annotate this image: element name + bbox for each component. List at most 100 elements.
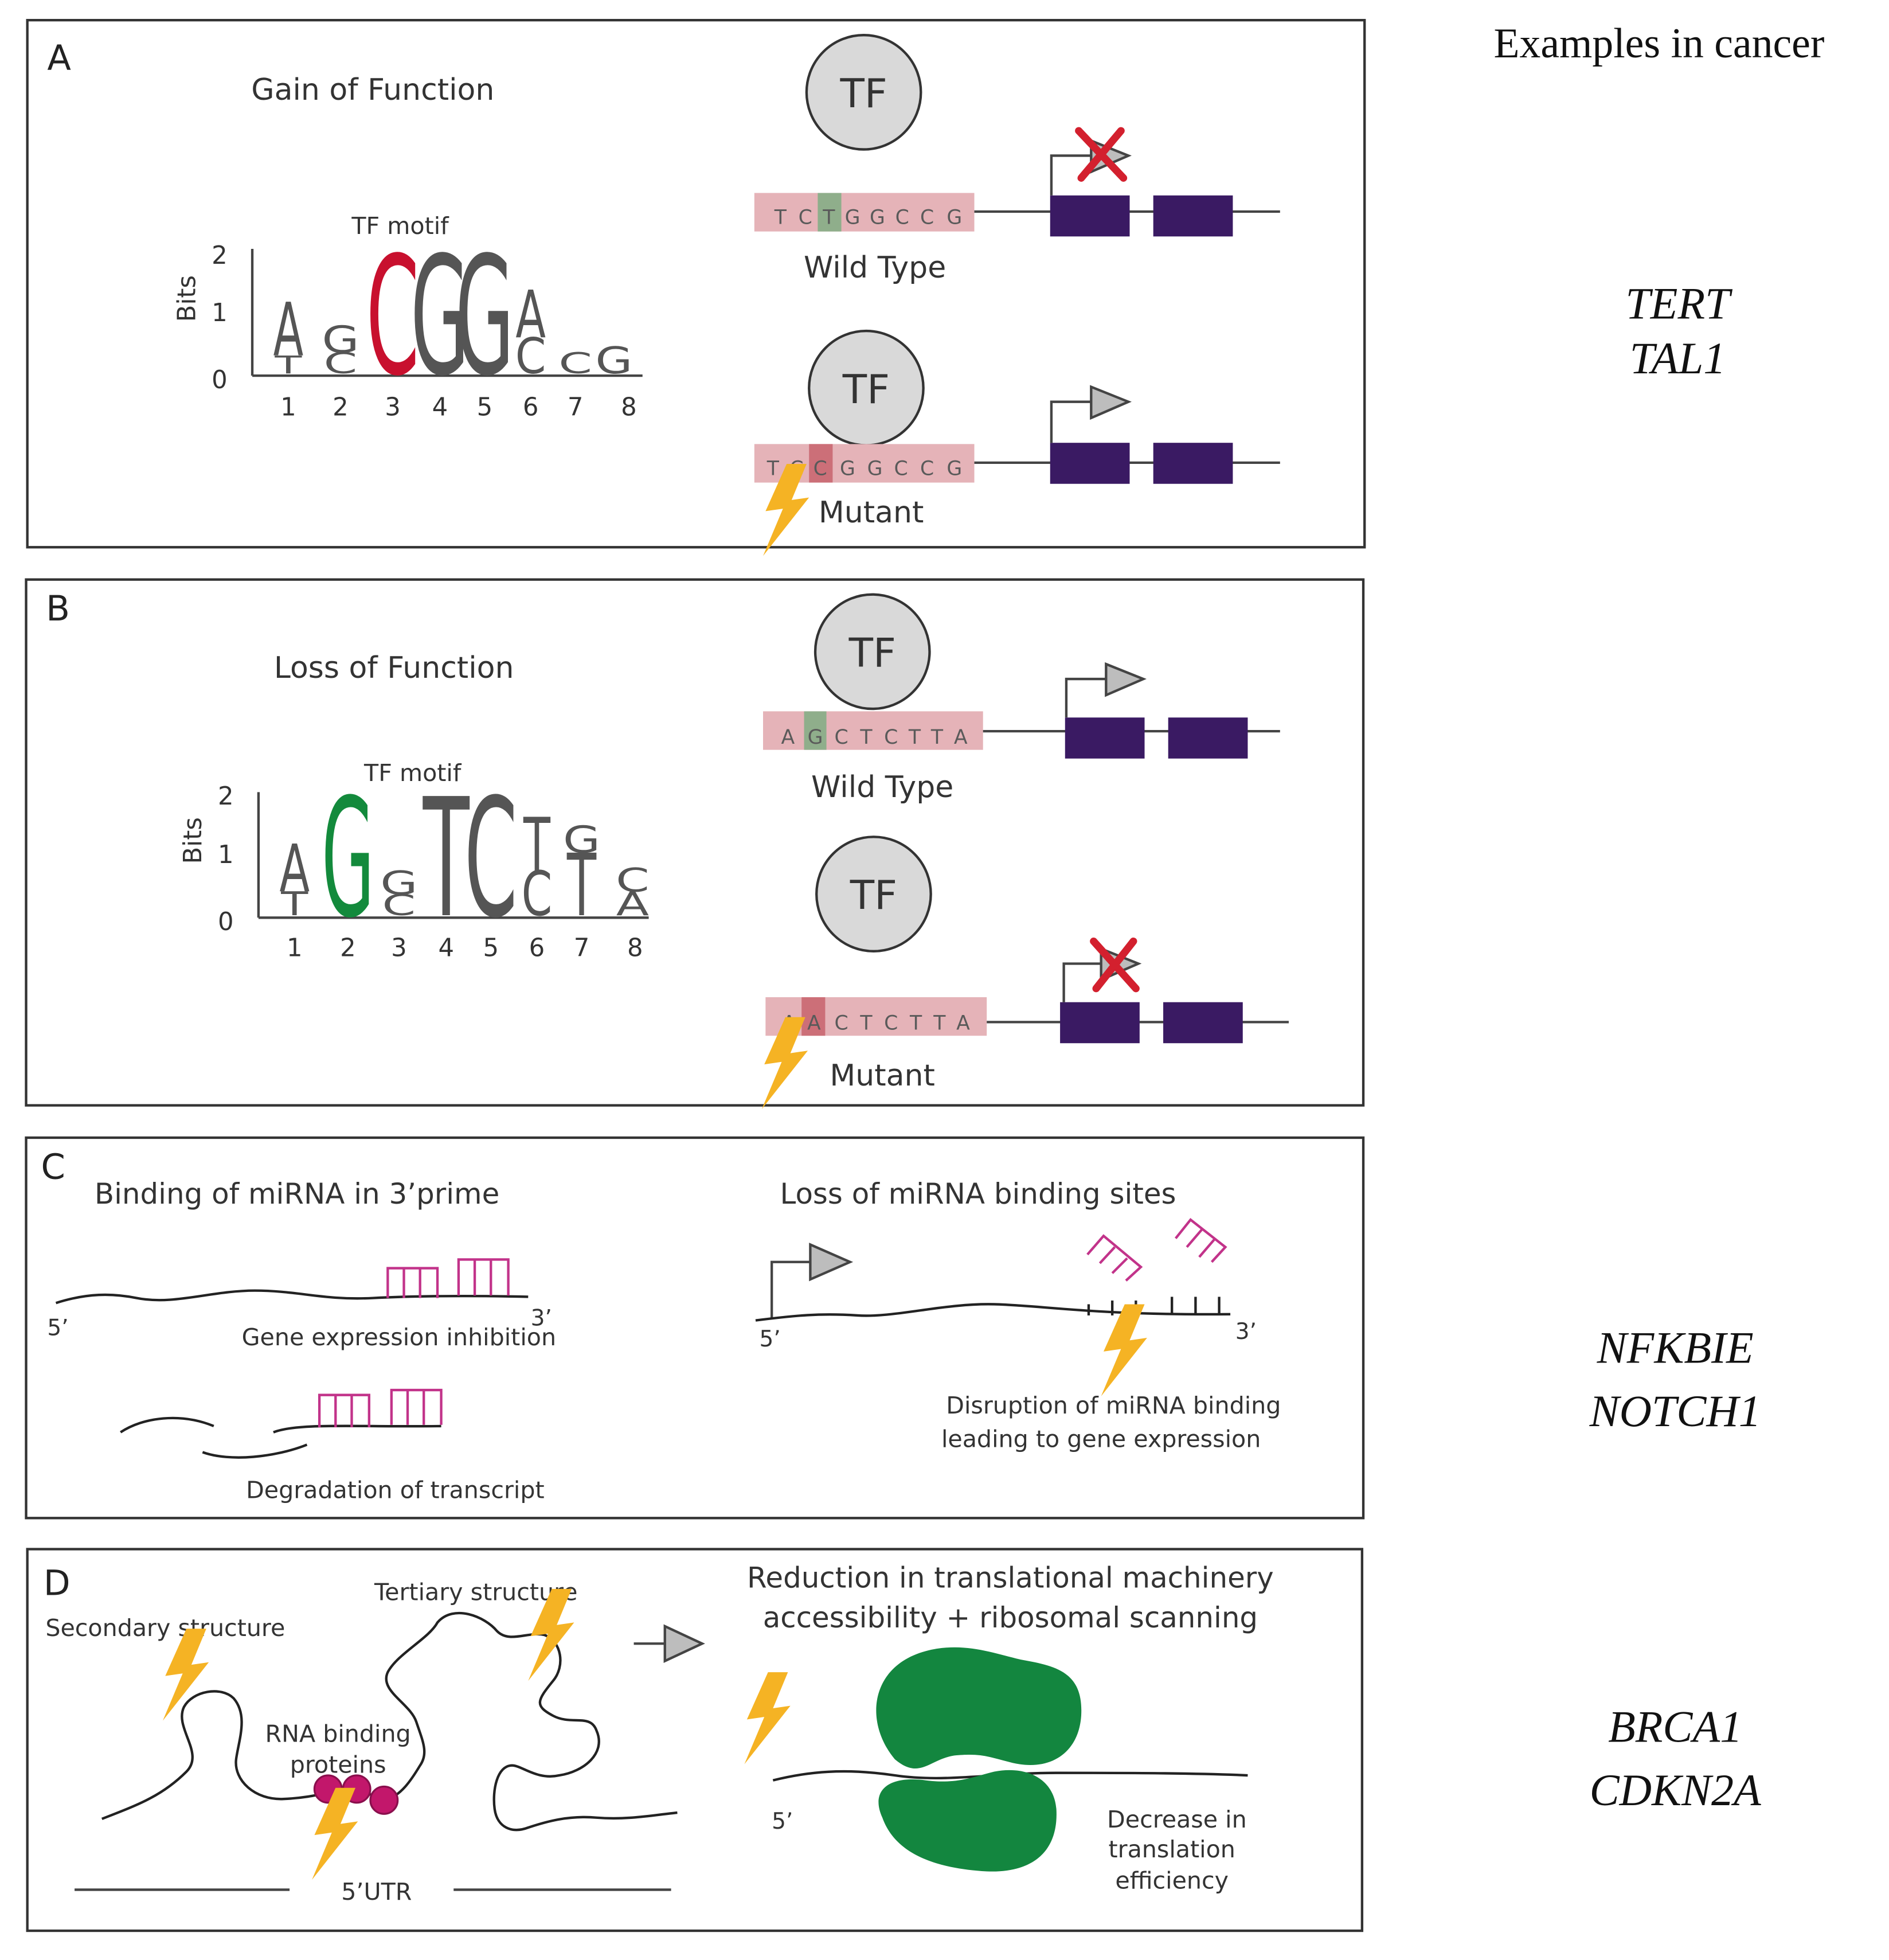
sequence-b-wild: A G C T C T T A (781, 726, 968, 749)
base-b-mutant-3: C (834, 1012, 848, 1034)
base-b-mutant-8: A (956, 1012, 970, 1034)
panel-b: B Loss of Function TF motif Bits 2 1 0 T… (25, 578, 1365, 1110)
mirna-icon-c-5 (1086, 1234, 1143, 1282)
wild-label-a: Wild Type (804, 251, 946, 285)
mrna-strand-c-right (755, 1303, 1231, 1322)
promoter-arrow-a-mutant (1050, 400, 1092, 443)
five-prime-c-right: 5’ (760, 1326, 781, 1352)
x-tick-a-4: 4 (432, 393, 448, 422)
base-a-wild-7: C (920, 206, 934, 229)
logo-letter-a-4-1: G (410, 222, 470, 412)
tf-label-a-mutant: TF (842, 367, 890, 413)
base-b-mutant-4: T (859, 1012, 873, 1034)
x-tick-b-1: 1 (287, 934, 303, 962)
base-b-mutant-7: T (933, 1012, 946, 1034)
rna-binding-proteins (313, 1774, 399, 1815)
cross-icon-b (1090, 937, 1140, 993)
exon-b-wild-1 (1065, 717, 1145, 759)
secondary-structure-label: Secondary structure (45, 1614, 285, 1642)
y-tick-b-1: 1 (218, 841, 234, 869)
base-a-wild-4: G (845, 206, 861, 229)
lightning-icon-d-1 (162, 1629, 209, 1721)
base-b-wild-5: C (884, 726, 898, 749)
utr-label: 5’UTR (341, 1878, 412, 1906)
mutant-label-b: Mutant (830, 1059, 934, 1093)
logo-letter-b-8-1: A (616, 885, 649, 923)
promoter-arrow-b-mutant (1062, 962, 1101, 1002)
x-tick-a-6: 6 (523, 393, 539, 422)
sequence-a-wild: T C T G G C C G (774, 206, 963, 229)
disruption-label-line1: Disruption of miRNA binding (946, 1392, 1281, 1419)
x-tick-a-3: 3 (385, 393, 401, 422)
logo-letter-b-2-1: G (322, 763, 374, 954)
logo-letter-a-8-1: G (595, 339, 632, 382)
panel-b-frame (25, 578, 1365, 1107)
base-b-wild-1: A (781, 726, 795, 749)
five-prime-d: 5’ (772, 1809, 793, 1834)
x-tick-b-6: 6 (529, 934, 545, 962)
degraded-fragment-2 (202, 1443, 308, 1459)
logo-letter-b-7-1: T (566, 835, 597, 936)
cross-icon-a (1075, 127, 1128, 182)
base-b-mutant-2: A (807, 1012, 821, 1034)
panel-a-title: Gain of Function (251, 73, 494, 107)
mrna-strand-c-left (55, 1289, 529, 1305)
base-a-mutant-6: C (894, 458, 908, 481)
base-b-wild-7: T (930, 726, 944, 749)
base-b-wild-4: T (859, 726, 873, 749)
example-tert: TERT (1625, 278, 1732, 328)
process-arrowhead (663, 1624, 705, 1664)
logo-letter-b-7-2: G (563, 818, 600, 861)
variant-highlight-a-mutant (809, 444, 833, 483)
exon-a-wild-2 (1153, 195, 1233, 237)
tf-label-a-wild: TF (839, 71, 887, 117)
exon-a-mutant-2 (1153, 443, 1233, 484)
reduction-label-line1: Reduction in translational machinery (747, 1561, 1274, 1595)
x-tick-a-8: 8 (621, 393, 637, 422)
panel-c: C Binding of miRNA in 3’prime Loss of mi… (25, 1136, 1365, 1520)
promoter-arrowhead-c (809, 1243, 854, 1282)
panel-a-frame (26, 18, 1366, 549)
exon-a-mutant-1 (1050, 443, 1130, 484)
logo-letter-a-6-2: A (515, 277, 546, 353)
base-a-wild-6: C (895, 206, 909, 229)
base-b-mutant-5: C (884, 1012, 898, 1034)
exon-a-wild-1 (1050, 195, 1130, 237)
y-tick-a-1: 1 (212, 299, 228, 327)
panel-d: D Secondary structure Tertiary structure… (26, 1548, 1364, 1932)
panel-c-letter: C (41, 1147, 65, 1188)
folded-utr-rna (101, 1611, 678, 1832)
example-brca1: BRCA1 (1608, 1702, 1742, 1752)
motif-label-a: TF motif (351, 212, 449, 240)
y-tick-b-2: 2 (218, 782, 234, 811)
panel-a-letter: A (47, 38, 71, 79)
promoter-arrow-c (771, 1260, 811, 1318)
logo-letter-a-5-1: G (455, 222, 514, 412)
logo-letter-b-1-1: T (280, 885, 308, 923)
panel-c-frame (25, 1136, 1365, 1520)
x-tick-b-8: 8 (627, 934, 643, 962)
panel-c-title-right: Loss of miRNA binding sites (780, 1177, 1176, 1211)
logo-letter-b-8-2: C (616, 861, 650, 899)
logo-letter-a-1-1: T (274, 350, 302, 379)
panel-a: A Gain of Function TF motif Bits 2 1 0 T… (26, 18, 1366, 556)
base-a-wild-5: G (870, 206, 885, 229)
rbp-protein-3 (369, 1785, 399, 1815)
base-a-mutant-7: C (920, 458, 934, 481)
logo-letter-b-5-1: C (464, 764, 518, 954)
exon-b-mutant-1 (1060, 1002, 1140, 1044)
base-a-wild-2: C (799, 206, 812, 229)
logo-letter-a-7-1: C (558, 347, 592, 380)
logo-letter-a-1-2: A (273, 287, 304, 373)
panel-d-letter: D (44, 1564, 71, 1604)
exon-b-mutant-2 (1163, 1002, 1243, 1044)
exon-b-wild-2 (1168, 717, 1248, 759)
promoter-arrowhead-a-mutant (1090, 385, 1132, 420)
x-tick-b-4: 4 (438, 934, 454, 962)
example-cdkn2a: CDKN2A (1590, 1765, 1761, 1815)
variant-highlight-a-wild (818, 193, 842, 232)
x-tick-a-2: 2 (333, 393, 349, 422)
mirna-icon-c-6 (1175, 1218, 1227, 1263)
wild-type-construct-a: TF T C T G G C C G Wild Type (754, 33, 1280, 285)
